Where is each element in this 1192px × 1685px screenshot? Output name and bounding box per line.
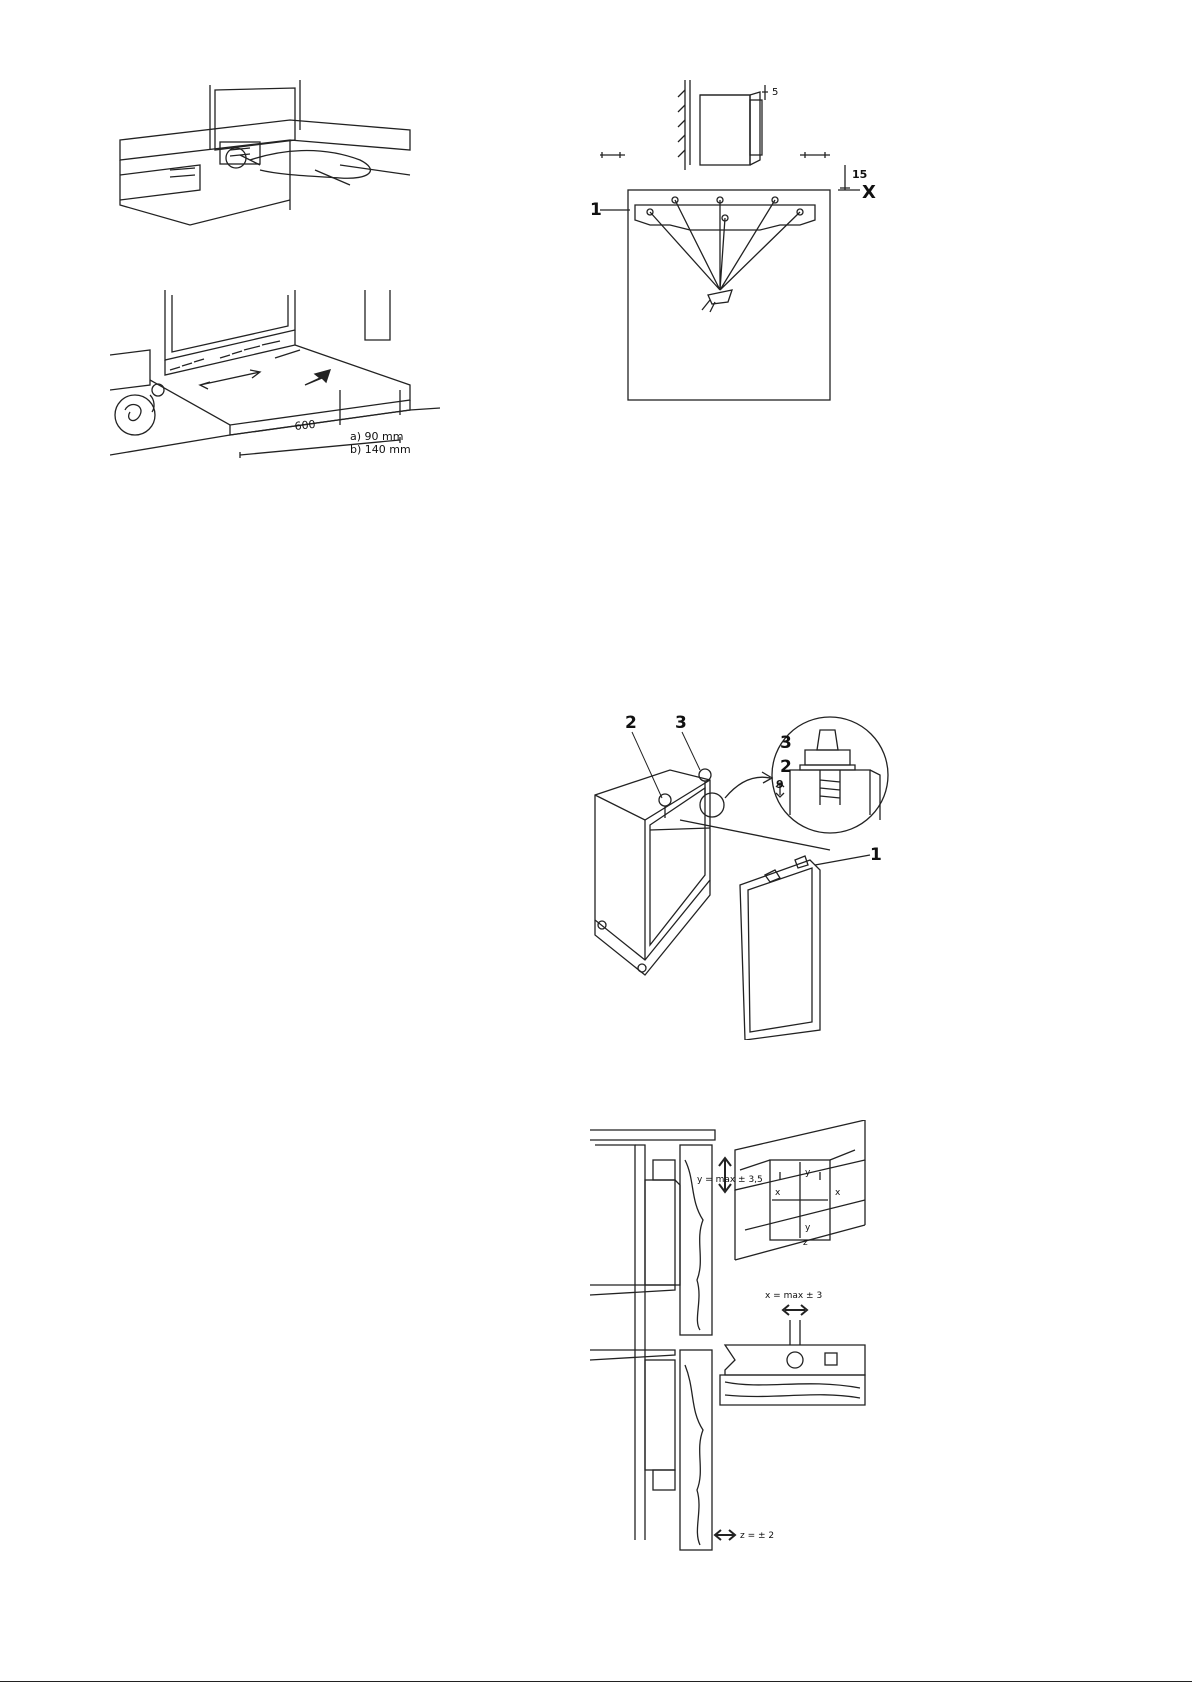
bracket-dim-side: 15 xyxy=(852,168,867,181)
figure-plinth: 600 a) 90 mm b) 140 mm xyxy=(110,290,440,470)
bracket-callout-1: 1 xyxy=(590,200,602,220)
bracket-dim-top: 5 xyxy=(772,87,778,98)
door-zoom-callout-3: 3 xyxy=(780,733,792,753)
plinth-dim-b-label: b) 140 mm xyxy=(350,443,411,456)
figure-hinge-adjustment: y = max ± 3,5 x = max ± 3 z = ± 2 y y x … xyxy=(585,1120,950,1560)
bracket-drawing: 5 15 X 1 xyxy=(590,80,950,410)
hinge-axis-z: z xyxy=(803,1238,808,1248)
hinge-dim-x: x = max ± 3 xyxy=(765,1291,822,1301)
hinge-dim-y: y = max ± 3,5 xyxy=(697,1175,763,1185)
plinth-width-label: 600 xyxy=(294,418,316,433)
bracket-marker-x: X xyxy=(862,182,876,203)
hinge-adjustment-drawing: y = max ± 3,5 x = max ± 3 z = ± 2 y y x … xyxy=(585,1120,950,1560)
hinge-axis-x2: x xyxy=(835,1188,841,1198)
door-mounting-drawing: 2 3 3 2 9 1 xyxy=(580,710,950,1040)
hinge-axis-x1: x xyxy=(775,1188,781,1198)
door-dim-9: 9 xyxy=(776,778,784,791)
door-zoom-callout-2: 2 xyxy=(780,757,792,777)
footer-rule xyxy=(0,1681,1192,1682)
door-callout-2: 2 xyxy=(625,713,637,733)
plinth-dim-a-label: a) 90 mm xyxy=(350,430,403,443)
plinth-drawing: 600 a) 90 mm b) 140 mm xyxy=(110,290,440,470)
hinge-axis-y1: y xyxy=(805,1168,811,1178)
hinge-dim-z: z = ± 2 xyxy=(740,1531,774,1541)
figure-door-mounting: 2 3 3 2 9 1 xyxy=(580,710,950,1040)
figure-bracket: 5 15 X 1 xyxy=(590,80,950,410)
door-callout-3: 3 xyxy=(675,713,687,733)
door-callout-1: 1 xyxy=(870,845,882,865)
remove-cover-drawing xyxy=(110,80,430,230)
hinge-axis-y2: y xyxy=(805,1223,811,1233)
figure-remove-cover xyxy=(110,80,430,230)
